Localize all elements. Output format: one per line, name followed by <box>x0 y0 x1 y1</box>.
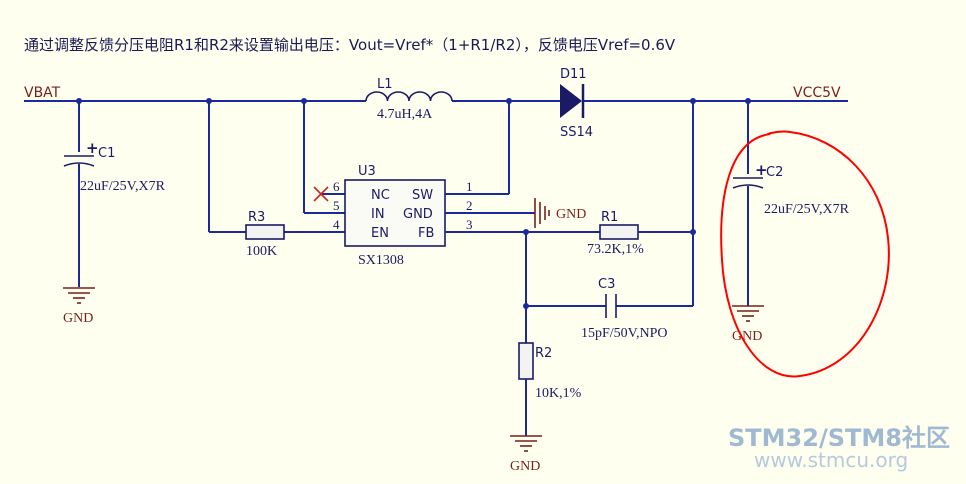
r2-value: 10K,1% <box>535 386 582 401</box>
capacitor-c2: + <box>732 101 768 306</box>
u3-pin-1-num: 1 <box>466 179 473 194</box>
svg-text:+: + <box>86 139 99 157</box>
resistor-r3 <box>245 224 285 240</box>
r3-ref: R3 <box>248 210 265 225</box>
u3-part: SX1308 <box>358 253 404 268</box>
fb-node-wires <box>525 232 693 343</box>
u3-pin-2-name: GND <box>403 207 433 222</box>
nc-pin <box>313 186 345 202</box>
title-text: 通过调整反馈分压电阻R1和R2来设置输出电压：Vout=Vref*（1+R1/R… <box>24 36 676 54</box>
net-label-vbat: VBAT <box>24 85 61 101</box>
d11-ref: D11 <box>560 67 587 82</box>
l1-ref: L1 <box>377 77 393 92</box>
gnd-symbol-u3 <box>534 198 550 228</box>
gnd-label-c1: GND <box>63 311 93 326</box>
gnd-symbol-c2 <box>732 305 764 322</box>
u3-pin-1-name: SW <box>412 188 433 203</box>
u3-pin-2-num: 2 <box>466 198 473 213</box>
capacitor-c3 <box>605 294 617 318</box>
u3-pin-4-num: 4 <box>333 217 340 232</box>
gnd-label-c2: GND <box>732 329 762 344</box>
c3-ref: C3 <box>598 277 615 292</box>
r1-value: 73.2K,1% <box>587 242 644 257</box>
diode-d11 <box>560 84 585 118</box>
gnd-label-r2: GND <box>510 459 540 474</box>
u3-pin-3-name: FB <box>418 226 434 241</box>
r2-ref: R2 <box>535 346 552 361</box>
red-annotation-circle <box>720 130 890 378</box>
c1-ref: C1 <box>98 146 115 161</box>
r3-value: 100K <box>246 244 277 259</box>
u3-pin-4-name: EN <box>371 226 389 241</box>
c1-value: 22uF/25V,X7R <box>80 179 166 194</box>
inductor-l1 <box>365 91 453 102</box>
u3-pin-5-name: IN <box>371 207 385 222</box>
gnd-symbol-c1 <box>63 287 95 304</box>
c2-value: 22uF/25V,X7R <box>764 202 850 217</box>
r1-ref: R1 <box>601 210 618 225</box>
gnd-symbol-r2 <box>510 435 542 452</box>
c3-value: 15pF/50V,NPO <box>581 326 668 341</box>
capacitor-c1: + <box>63 101 99 287</box>
u3-pin-3-num: 3 <box>466 217 473 232</box>
c2-ref: C2 <box>766 165 783 180</box>
watermark-url: www.stmcu.org <box>754 448 908 472</box>
u3-pin-6-name: NC <box>371 188 390 203</box>
resistor-r1 <box>599 224 639 240</box>
u3-right-wires <box>445 101 600 233</box>
in-wires <box>303 101 345 214</box>
gnd-label-u3: GND <box>556 207 586 222</box>
net-label-vcc5v: VCC5V <box>793 85 841 101</box>
svg-text:+: + <box>755 161 768 179</box>
r3-wires <box>208 101 345 233</box>
resistor-r2 <box>518 342 534 380</box>
l1-value: 4.7uH,4A <box>377 107 433 122</box>
u3-pin-6-num: 6 <box>333 179 340 194</box>
u3-pin-5-num: 5 <box>333 198 340 213</box>
watermark-brand: STM32/STM8社区 <box>728 424 950 452</box>
d11-value: SS14 <box>560 125 593 140</box>
u3-ref: U3 <box>358 164 376 179</box>
